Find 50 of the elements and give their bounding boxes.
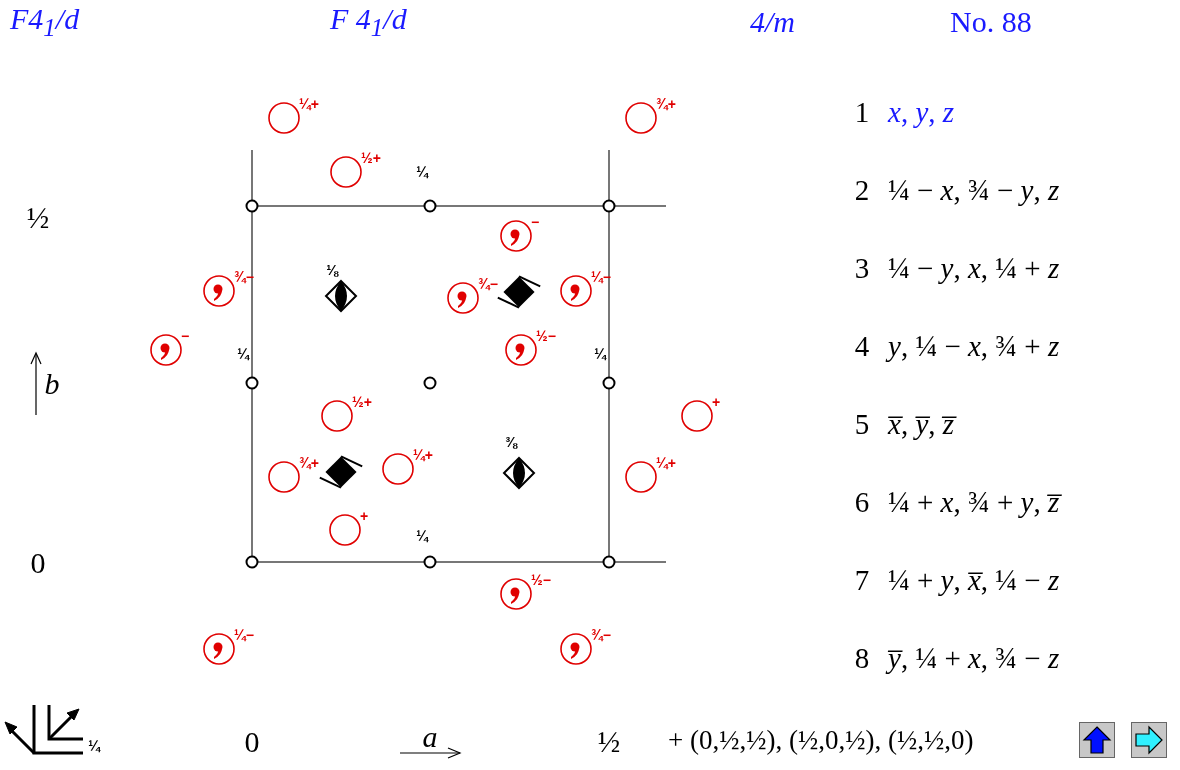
- centering-translations: + (0,½,½), (½,0,½), (½,½,0): [668, 726, 974, 754]
- coordinate-label: b: [44, 369, 60, 399]
- height-label: ½+: [352, 395, 372, 409]
- operation-number: 5: [854, 409, 870, 439]
- operation-number: 8: [854, 643, 870, 673]
- symbol-heading: No. 88: [950, 7, 1032, 37]
- operation-number: 2: [854, 175, 870, 205]
- height-label: ½+: [361, 151, 381, 165]
- height-label: ¼: [416, 529, 428, 543]
- height-label: ¼+: [413, 448, 433, 462]
- height-label: +: [360, 509, 369, 523]
- coordinate-triplet: x, y, z: [888, 97, 955, 127]
- height-label: ¼−: [234, 628, 254, 642]
- coordinate-label: ½: [597, 727, 621, 757]
- height-label: ¼: [594, 347, 606, 361]
- height-label: ¼: [416, 165, 428, 179]
- operation-number: 6: [854, 487, 870, 517]
- coordinate-label: 0: [30, 548, 46, 578]
- height-label: ¾+: [299, 456, 319, 470]
- height-label: −: [181, 329, 190, 343]
- operation-number: 1: [854, 97, 870, 127]
- height-label: ¾−: [234, 270, 254, 284]
- height-label: ¼: [237, 347, 249, 361]
- height-label: ⅛: [326, 263, 338, 277]
- operation-number: 4: [854, 331, 870, 361]
- symbol-heading: F 4$_{1}$/d: [330, 4, 407, 40]
- height-label: ⅜: [505, 435, 517, 449]
- symbol-heading: F4$_{1}$/d: [10, 4, 80, 40]
- height-label: ¼−: [591, 270, 611, 284]
- coordinate-triplet: ¼ + x, ¾ + y, z̅: [888, 487, 1060, 517]
- height-label: +: [712, 395, 721, 409]
- height-label: ½−: [531, 573, 551, 587]
- height-label: −: [531, 215, 540, 229]
- coordinate-triplet: ¼ + y, x̅, ¼ − z: [888, 565, 1060, 595]
- coordinate-triplet: ¼ − x, ¾ − y, z: [888, 175, 1060, 205]
- height-label: ¼+: [299, 97, 319, 111]
- operation-number: 3: [854, 253, 870, 283]
- height-label: ¾−: [591, 628, 611, 642]
- symbol-heading: 4/m: [750, 7, 795, 37]
- coordinate-label: a: [422, 722, 438, 752]
- height-label: ½−: [536, 329, 556, 343]
- height-label: ¾−: [478, 277, 498, 291]
- coordinate-label: 0: [244, 727, 260, 757]
- operation-number: 7: [854, 565, 870, 595]
- height-label: ¼+: [656, 456, 676, 470]
- coordinate-triplet: x̅, y̅, z̅: [888, 409, 955, 439]
- height-label: ¼: [88, 739, 100, 753]
- height-label: ¾+: [656, 97, 676, 111]
- coordinate-triplet: ¼ − y, x, ¼ + z: [888, 253, 1060, 283]
- coordinate-label: ½: [26, 203, 50, 233]
